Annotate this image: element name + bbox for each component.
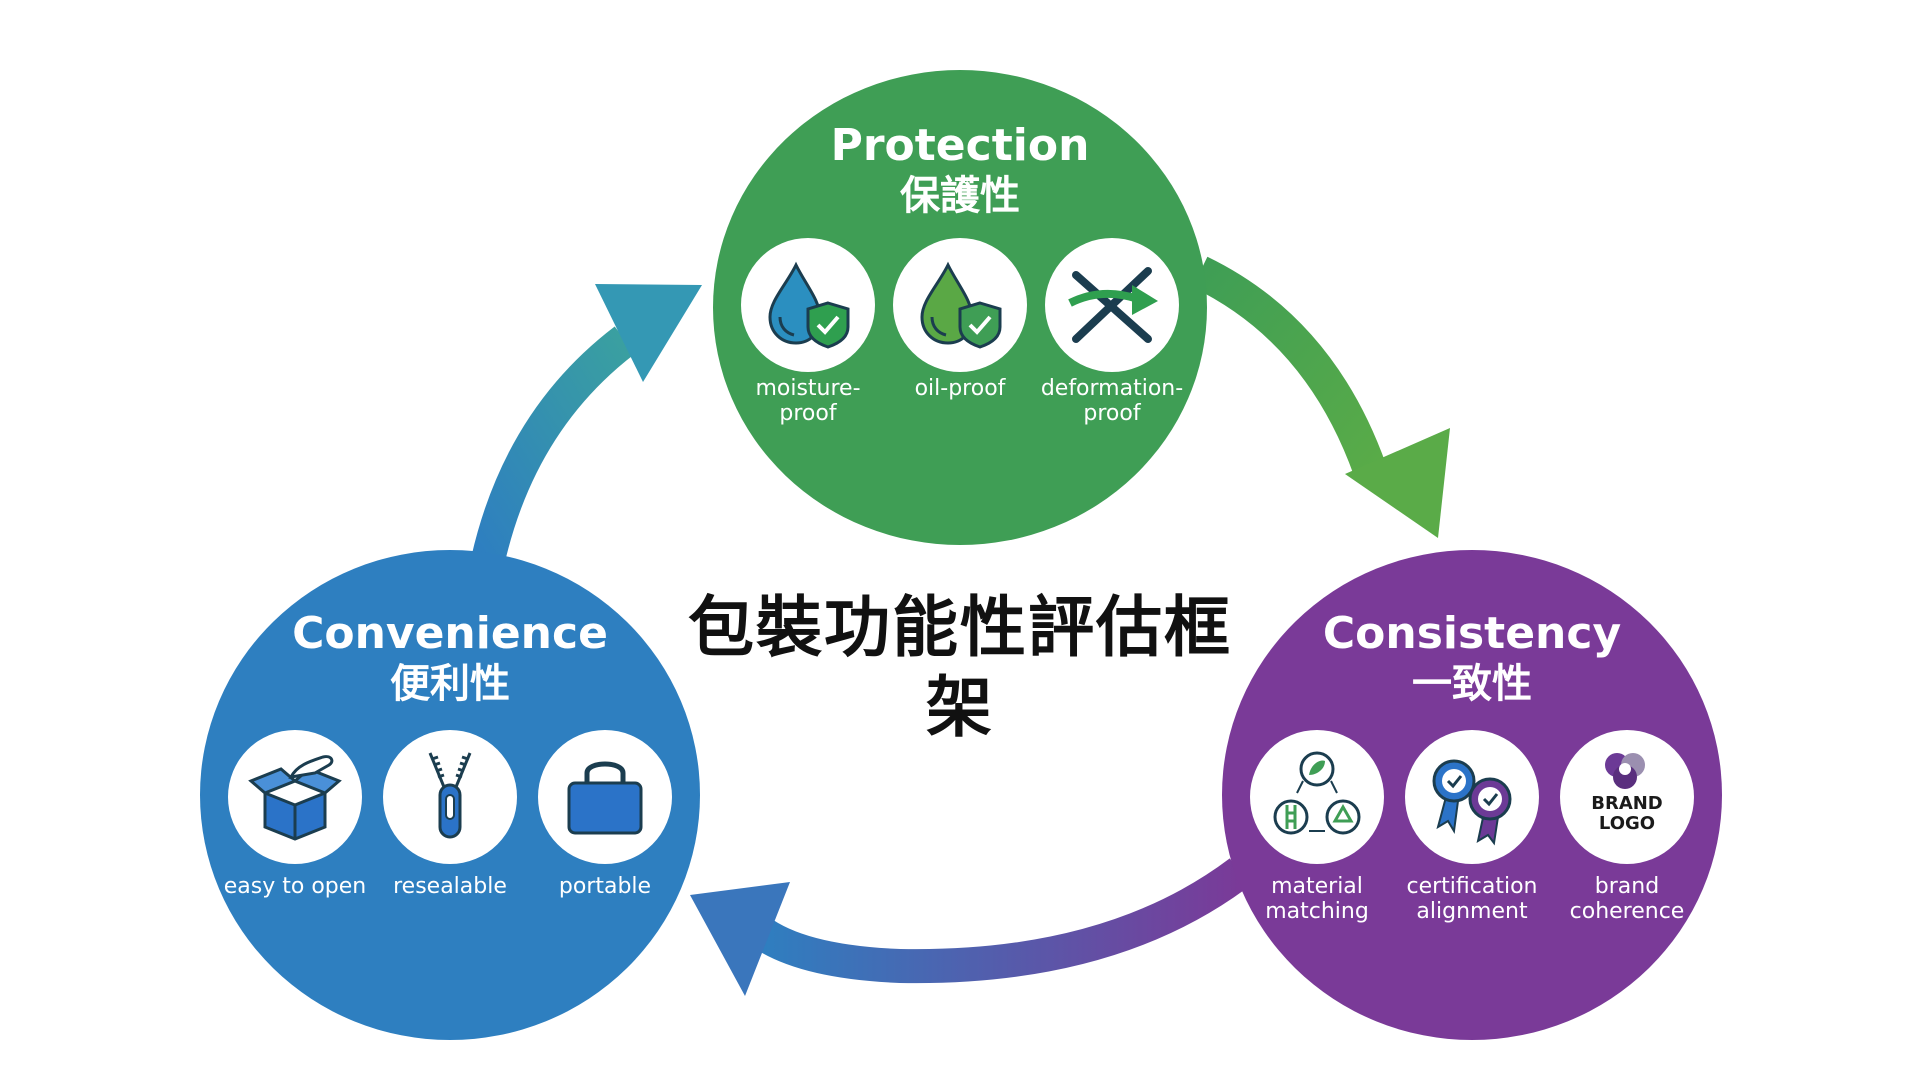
- deformation-proof-label-1: deformation-: [1040, 376, 1184, 401]
- moisture-proof-label: moisture- proof: [723, 376, 893, 426]
- deformation-proof-label-2: proof: [1083, 401, 1141, 426]
- water-drop-shield-icon: [768, 261, 850, 349]
- certification-alignment-label-2: alignment: [1416, 899, 1528, 924]
- easy-to-open-label: easy to open: [223, 874, 367, 899]
- deformation-proof-disc: [1045, 238, 1179, 372]
- crossed-arrow-icon: [1068, 267, 1158, 343]
- diagram-title: 包裝功能性評估框架: [688, 589, 1232, 746]
- material-matching-label-2: matching: [1265, 899, 1369, 924]
- convenience-circle: Convenience 便利性 easy to open res: [200, 550, 700, 1040]
- protection-circle: Protection 保護性 moisture- proof oil-proof: [713, 70, 1207, 545]
- open-box-icon: [248, 755, 342, 841]
- consistency-circle: Consistency 一致性 material matching: [1222, 550, 1722, 1040]
- moisture-proof-disc: [741, 238, 875, 372]
- moisture-proof-label-2: proof: [779, 401, 837, 426]
- arrow-protection-to-consistency: [1192, 256, 1387, 476]
- svg-text:BRAND: BRAND: [1591, 793, 1663, 814]
- resealable-label: resealable: [393, 874, 507, 899]
- certification-alignment-label: certification alignment: [1387, 874, 1557, 924]
- convenience-title-zh: 便利性: [390, 661, 510, 707]
- arrow-consistency-to-convenience: [747, 858, 1251, 984]
- consistency-heading: Consistency 一致性: [1222, 608, 1722, 708]
- convenience-heading: Convenience 便利性: [200, 608, 700, 708]
- certification-alignment-label-1: certification: [1406, 874, 1538, 899]
- brand-coherence-disc: BRAND LOGO: [1560, 730, 1694, 864]
- brand-coherence-label: brand coherence: [1542, 874, 1712, 924]
- recycle-cycle-icon: [1273, 751, 1361, 835]
- oil-proof-disc: [893, 238, 1027, 372]
- deformation-proof-label: deformation- proof: [1027, 376, 1197, 426]
- material-matching-disc: [1250, 730, 1384, 864]
- moisture-proof-label-1: moisture-: [755, 376, 861, 401]
- award-ribbons-icon: [1432, 759, 1512, 846]
- portable-disc: [538, 730, 672, 864]
- oil-proof-label: oil-proof: [914, 376, 1006, 401]
- resealable-disc: [383, 730, 517, 864]
- portable-label: portable: [558, 874, 652, 899]
- certification-alignment-disc: [1405, 730, 1539, 864]
- arrow-head-bottom: [690, 882, 790, 996]
- consistency-title-en: Consistency: [1322, 608, 1622, 659]
- brand-logo-icon: BRAND LOGO: [1591, 753, 1663, 834]
- consistency-title-zh: 一致性: [1412, 661, 1532, 707]
- easy-to-open-disc: [228, 730, 362, 864]
- protection-title-zh: 保護性: [900, 173, 1020, 219]
- brand-coherence-label-2: coherence: [1569, 899, 1685, 924]
- arrow-head-right: [1345, 428, 1450, 538]
- bag-icon: [567, 761, 643, 835]
- protection-title-en: Protection: [830, 120, 1090, 171]
- oil-drop-shield-icon: [920, 261, 1002, 349]
- arrow-convenience-to-protection: [471, 326, 636, 564]
- material-matching-label-1: material: [1271, 874, 1363, 899]
- material-matching-label: material matching: [1232, 874, 1402, 924]
- arrow-head-left: [595, 284, 702, 382]
- svg-text:LOGO: LOGO: [1599, 813, 1655, 834]
- protection-heading: Protection 保護性: [713, 120, 1207, 220]
- zipper-icon: [428, 752, 472, 839]
- convenience-title-en: Convenience: [292, 608, 608, 659]
- brand-coherence-label-1: brand: [1594, 874, 1660, 899]
